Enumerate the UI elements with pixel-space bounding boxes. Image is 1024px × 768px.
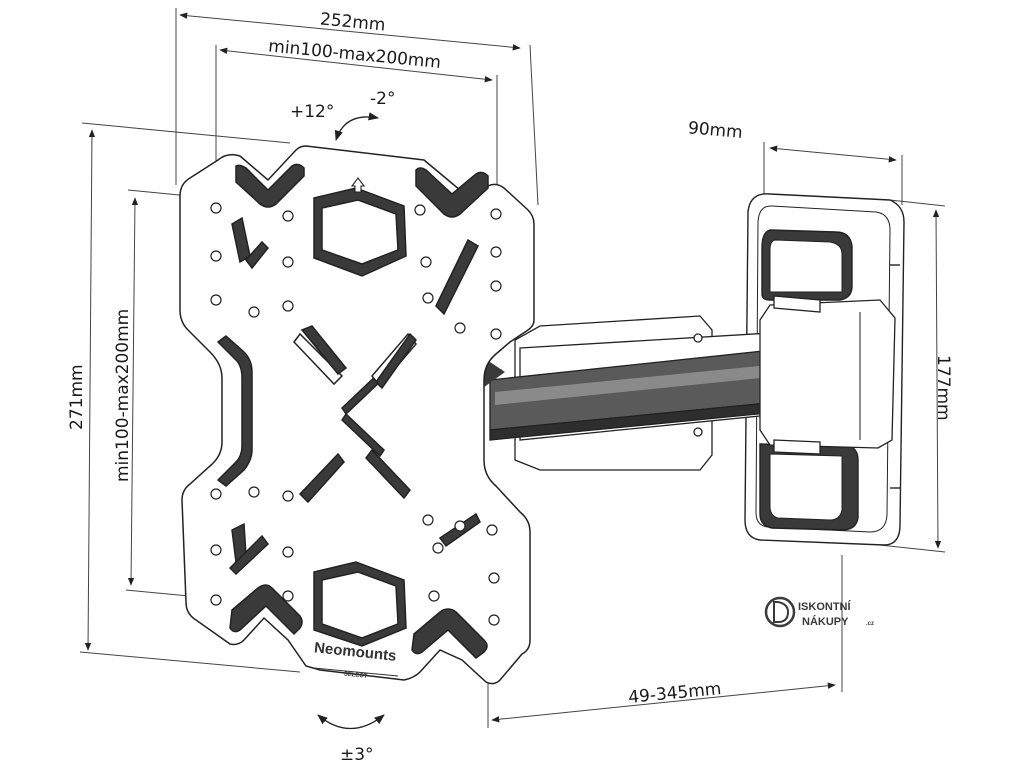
vesa-plate	[179, 145, 535, 685]
dimension-lines	[79, 8, 946, 728]
brand-underline	[313, 667, 399, 677]
dim-vesa-horizontal: min100-max200mm	[267, 36, 441, 73]
brand-sub: SELECT	[343, 671, 367, 679]
tilt-arrow	[334, 112, 380, 141]
dim-vesa-vertical: min100-max200mm	[113, 309, 133, 482]
watermark-line2: NÁKUPY	[802, 615, 849, 628]
dim-overall-width: 252mm	[319, 9, 386, 35]
dim-wall-plate-width: 90mm	[687, 118, 743, 143]
watermark-line1: ISKONTNÍ	[798, 600, 852, 613]
extension-arm	[461, 295, 896, 511]
watermark-suffix: .cz	[866, 621, 874, 627]
dim-overall-height: 271mm	[67, 364, 87, 430]
dim-wall-plate-height: 177mm	[933, 355, 953, 421]
tilt-up-label: +12°	[290, 102, 334, 122]
rotation-label: ±3°	[340, 745, 374, 765]
watermark-icon	[764, 596, 796, 628]
tilt-down-label: -2°	[370, 89, 395, 109]
rotation-arrow	[317, 714, 385, 729]
watermark-logo	[764, 596, 796, 628]
dim-extension: 49-345mm	[627, 679, 722, 708]
